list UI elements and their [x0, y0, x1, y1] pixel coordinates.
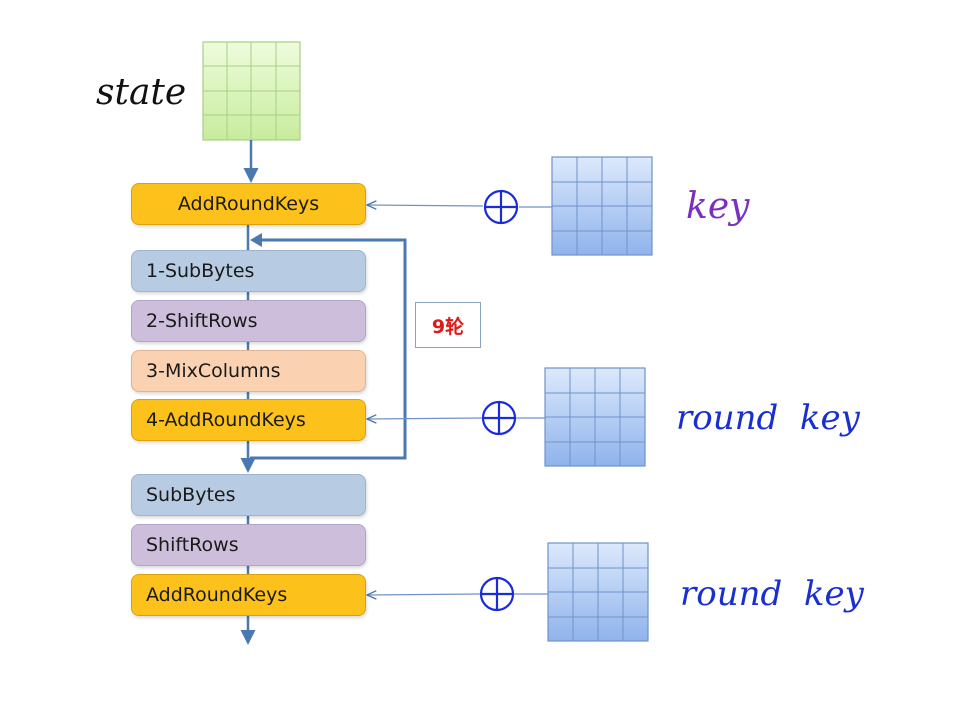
step-label: 1-SubBytes — [146, 260, 255, 282]
step-label: AddRoundKeys — [177, 193, 320, 215]
round-key-matrix-2 — [547, 542, 649, 642]
round-key-label-1: round key — [676, 398, 860, 438]
step-label: AddRoundKeys — [146, 584, 288, 606]
key-label: key — [686, 186, 750, 227]
circled-plus-icon — [483, 189, 519, 225]
state-label: state — [96, 72, 187, 113]
final-shift-rows-step: ShiftRows — [131, 524, 366, 566]
sub-bytes-step: 1-SubBytes — [131, 250, 366, 292]
key-connector-1 — [367, 205, 552, 207]
step-label: 2-ShiftRows — [146, 310, 258, 332]
round-loop-arrow — [250, 233, 407, 460]
round-key-label-2: round key — [680, 574, 864, 614]
state-matrix — [202, 41, 301, 141]
round-key-matrix-1 — [544, 367, 646, 467]
initial-add-round-keys-step: AddRoundKeys — [131, 183, 366, 225]
circled-plus-icon — [481, 400, 517, 436]
rounds-text: 9轮 — [431, 315, 465, 338]
mix-columns-step: 3-MixColumns — [131, 350, 366, 392]
circled-plus-icon — [479, 576, 515, 612]
final-sub-bytes-step: SubBytes — [131, 474, 366, 516]
key-matrix — [551, 156, 653, 256]
step-label: 4-AddRoundKeys — [146, 409, 306, 431]
key-connector-3 — [367, 594, 548, 595]
shift-rows-step: 2-ShiftRows — [131, 300, 366, 342]
key-connector-2 — [367, 418, 545, 419]
step-label: 3-MixColumns — [146, 360, 281, 382]
rounds-count-label: 9轮 — [415, 302, 481, 348]
round-add-round-keys-step: 4-AddRoundKeys — [131, 399, 366, 441]
step-label: ShiftRows — [146, 534, 239, 556]
step-label: SubBytes — [146, 484, 236, 506]
final-add-round-keys-step: AddRoundKeys — [131, 574, 366, 616]
